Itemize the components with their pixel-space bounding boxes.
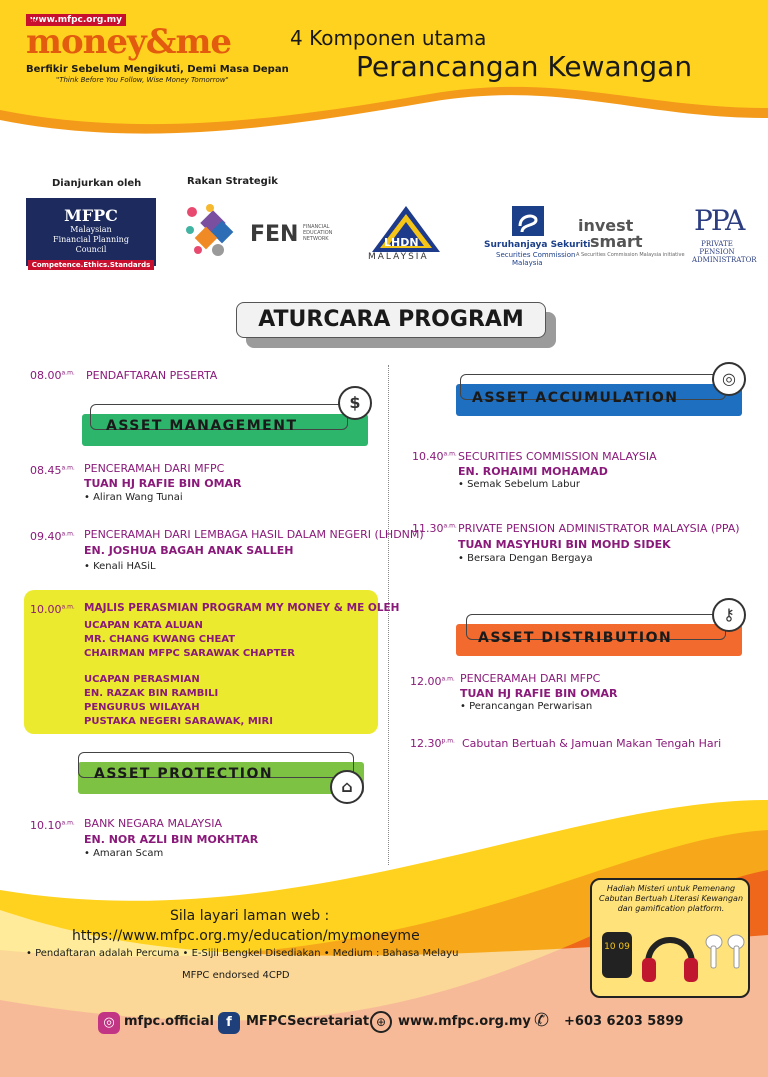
- logo-url: www.mfpc.org.my: [26, 14, 127, 26]
- activity-sc: SECURITIES COMMISSION MALAYSIA: [458, 450, 657, 463]
- topic-kenali-hasil: • Kenali HASiL: [84, 561, 156, 572]
- instagram-handle[interactable]: mfpc.official: [124, 1014, 214, 1029]
- speaker-masyhuri: TUAN MASYHURI BIN MOHD SIDEK: [458, 538, 671, 551]
- speaker-chang-title: CHAIRMAN MFPC SARAWAK CHAPTER: [84, 648, 295, 659]
- headphones-image: [642, 937, 698, 982]
- cpd-endorsement: MFPC endorsed 4CPD: [182, 970, 290, 981]
- ppa-logo-full: PRIVATE PENSION ADMINISTRATOR: [692, 240, 757, 264]
- asset-protection-bar: [78, 762, 364, 794]
- fen-logo-subtitle: FINANCIAL EDUCATION NETWORK: [303, 224, 333, 242]
- topic-perancangan-perwarisan: • Perancangan Perwarisan: [460, 701, 593, 712]
- facebook-handle[interactable]: MFPCSecretariat: [246, 1014, 370, 1029]
- speaker-rafie-2: TUAN HJ RAFIE BIN OMAR: [460, 687, 618, 700]
- speaker-rohaimi: EN. ROHAIMI MOHAMAD: [458, 465, 608, 478]
- column-divider: [388, 365, 389, 865]
- opening-speech: UCAPAN PERASMIAN: [84, 674, 200, 685]
- activity-ppa: PRIVATE PENSION ADMINISTRATOR MALAYSIA (…: [458, 522, 740, 535]
- activity-opening-ceremony: MAJLIS PERASMIAN PROGRAM MY MONEY & ME O…: [84, 602, 400, 614]
- sc-logo-country: Malaysia: [512, 259, 543, 267]
- title-line-1: 4 Komponen utama: [290, 26, 487, 50]
- header-background: [0, 0, 768, 134]
- asset-management-label: ASSET MANAGEMENT: [106, 418, 298, 434]
- time-1040: 10.40a.m.: [412, 450, 457, 463]
- time-1200: 12.00a.m.: [410, 675, 455, 688]
- footer-background: [0, 800, 768, 1077]
- activity-lucky-draw-lunch: Cabutan Bertuah & Jamuan Makan Tengah Ha…: [462, 737, 722, 750]
- asset-protection-bar-outline: [78, 752, 354, 778]
- topic-semak-sebelum-labur: • Semak Sebelum Labur: [458, 479, 580, 490]
- speaker-joshua: EN. JOSHUA BAGAH ANAK SALLEH: [84, 544, 294, 557]
- activity-registration: PENDAFTARAN PESERTA: [86, 369, 218, 382]
- activity-bnm: BANK NEGARA MALAYSIA: [84, 817, 222, 830]
- activity-mfpc-speaker: PENCERAMAH DARI MFPC: [84, 462, 225, 475]
- house-icon: ⌂: [330, 770, 364, 804]
- lhdn-country: MALAYSIA: [368, 252, 429, 262]
- welcome-speech: UCAPAN KATA ALUAN: [84, 620, 203, 631]
- visit-website-label: Sila layari laman web :: [170, 908, 330, 924]
- time-0940: 09.40a.m.: [30, 530, 75, 543]
- logo-prefix: MY: [26, 18, 40, 27]
- logo-tagline: Berfikir Sebelum Mengikuti, Demi Masa De…: [26, 64, 289, 75]
- mfpc-full-name: Malaysian Financial Planning Council: [53, 225, 129, 254]
- speaker-razak-title: PENGURUS WILAYAH: [84, 702, 200, 713]
- fen-logo-text: FEN: [250, 222, 299, 247]
- time-1230: 12.30p.m.: [410, 737, 455, 750]
- lhdn-logo-text: LHDN: [384, 236, 419, 249]
- asset-distribution-label: ASSET DISTRIBUTION: [478, 630, 673, 646]
- asset-management-bar: [82, 414, 368, 446]
- sc-logo-malay: Suruhanjaya Sekuriti: [484, 240, 591, 250]
- speaker-rafie: TUAN HJ RAFIE BIN OMAR: [84, 477, 242, 490]
- topic-aliran-wang: • Aliran Wang Tunai: [84, 492, 183, 503]
- speaker-razak-org: PUSTAKA NEGERI SARAWAK, MIRI: [84, 716, 273, 727]
- mfpc-motto: Competence.Ethics.Standards: [28, 260, 154, 270]
- mfpc-logo: MFPC Malaysian Financial Planning Counci…: [26, 198, 156, 270]
- coins-icon: ◎: [712, 362, 746, 396]
- mfpc-name: MFPC: [64, 206, 118, 225]
- sc-logo-english: Securities Commission: [496, 251, 576, 259]
- facebook-icon: f: [218, 1012, 240, 1034]
- money-cycle-icon: $: [338, 386, 372, 420]
- phone-number[interactable]: +603 6203 5899: [564, 1014, 684, 1029]
- opening-ceremony-box: [24, 590, 378, 734]
- asset-accumulation-label: ASSET ACCUMULATION: [472, 390, 679, 406]
- strategic-partner-label: Rakan Strategik: [187, 176, 278, 187]
- organized-by-label: Dianjurkan oleh: [52, 178, 142, 189]
- time-1130: 11.30a.m.: [412, 522, 457, 535]
- fen-logo-icon: [186, 204, 234, 256]
- topic-amaran-scam: • Amaran Scam: [84, 848, 164, 859]
- ppa-logo: PPA: [694, 204, 745, 237]
- speaker-chang: MR. CHANG KWANG CHEAT: [84, 634, 236, 645]
- time-1000: 10.00a.m.: [30, 603, 75, 616]
- prize-text: Hadiah Misteri untuk Pemenang Cabutan Be…: [598, 884, 744, 913]
- asset-accumulation-bar: [456, 384, 742, 416]
- event-url[interactable]: https://www.mfpc.org.my/education/mymone…: [72, 928, 420, 944]
- program-title: ATURCARA PROGRAM: [236, 302, 546, 338]
- speaker-razak: EN. RAZAK BIN RAMBILI: [84, 688, 219, 699]
- securities-commission-logo-icon: [512, 206, 544, 236]
- speaker-nor-azli: EN. NOR AZLI BIN MOKHTAR: [84, 833, 259, 846]
- title-line-2: Perancangan Kewangan: [356, 50, 693, 83]
- phone-icon: ✆: [534, 1010, 550, 1031]
- lhdn-logo-icon: [372, 206, 440, 252]
- website-link[interactable]: www.mfpc.org.my: [398, 1014, 531, 1029]
- time-0800: 08.00a.m.: [30, 369, 75, 382]
- key-icon: ⚷: [712, 598, 746, 632]
- globe-icon: ⊕: [370, 1011, 392, 1033]
- smartwatch-image: 10 09: [602, 932, 632, 978]
- activity-mfpc-speaker-2: PENCERAMAH DARI MFPC: [460, 672, 601, 685]
- activity-lhdn-speaker: PENCERAMAH DARI LEMBAGA HASIL DALAM NEGE…: [84, 528, 424, 541]
- asset-distribution-bar: [456, 624, 742, 656]
- event-notes: • Pendaftaran adalah Percuma • E-Sijil B…: [26, 948, 459, 959]
- earbuds-image: [705, 934, 745, 969]
- asset-protection-label: ASSET PROTECTION: [94, 766, 274, 782]
- investsmart-logo-line1: invest: [578, 216, 634, 235]
- logo-tagline-english: "Think Before You Follow, Wise Money Tom…: [56, 76, 229, 84]
- time-1010: 10.10a.m.: [30, 819, 75, 832]
- time-0845: 08.45a.m.: [30, 464, 75, 477]
- instagram-icon: ◎: [98, 1012, 120, 1034]
- investsmart-logo-subtitle: A Securities Commission Malaysia initiat…: [576, 252, 685, 258]
- investsmart-logo-line2: smart: [590, 232, 643, 251]
- money-and-me-logo: money&me: [26, 22, 232, 62]
- topic-bersara: • Bersara Dengan Bergaya: [458, 553, 593, 564]
